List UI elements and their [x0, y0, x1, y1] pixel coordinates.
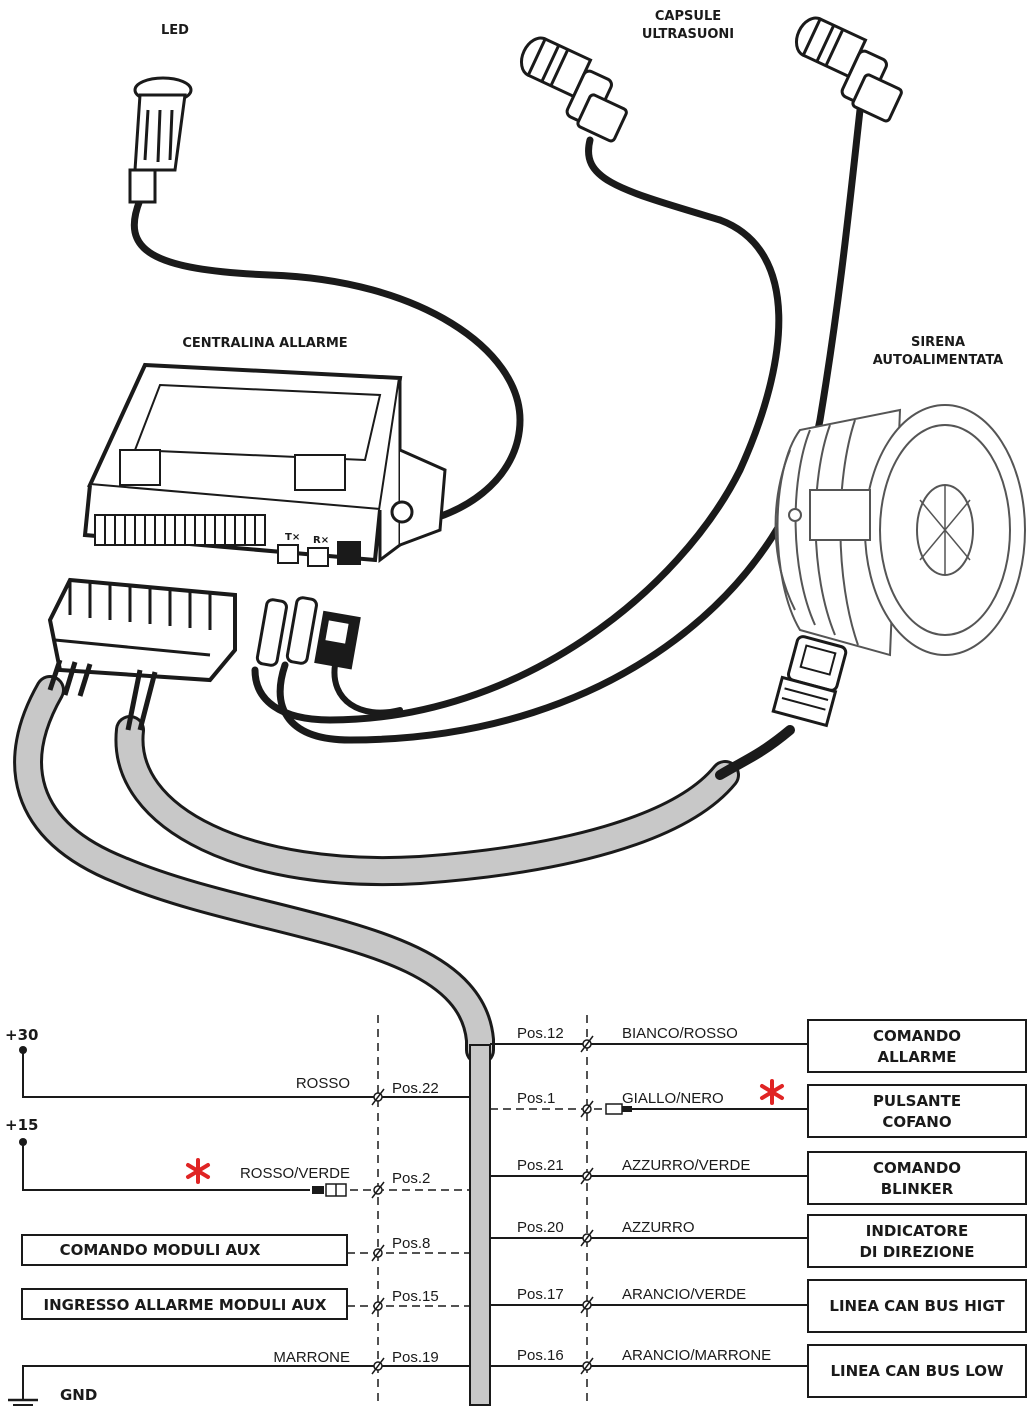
- harness-trunk: [469, 1044, 491, 1406]
- capsule-cable-1: [251, 136, 783, 724]
- plug-icon-1: [255, 598, 288, 667]
- capsule-icon-1: [519, 36, 628, 143]
- led-cable: [130, 196, 524, 529]
- pos12-label: Pos.12: [517, 1025, 564, 1042]
- led-icon: [128, 76, 193, 204]
- pos8-label: Pos.8: [392, 1235, 430, 1252]
- pos21-wire-label: AZZURRO/VERDE: [622, 1157, 750, 1174]
- rosso-verde-wire-label: ROSSO/VERDE: [240, 1165, 350, 1182]
- pos1-wire-label: GIALLO/NERO: [622, 1090, 724, 1107]
- pos1-box: [807, 1084, 1027, 1138]
- pos21-box-label-2: BLINKER: [881, 1180, 954, 1198]
- main-harness: [16, 678, 492, 1062]
- ecu-box-icon: [82, 362, 447, 567]
- siren-label-2: AUTOALIMENTATA: [873, 353, 1004, 368]
- plug-icon-2: [285, 596, 318, 665]
- pos20-box-label-2: DI DIREZIONE: [859, 1243, 974, 1261]
- pos1-box-label-1: PULSANTE: [873, 1092, 961, 1110]
- fuse-connector-icon: [605, 1103, 623, 1115]
- main-connector-icon: [47, 577, 237, 731]
- pos1-label: Pos.1: [517, 1090, 555, 1107]
- pos12-box-label-2: ALLARME: [877, 1048, 956, 1066]
- ecu-rx-label: R×: [313, 535, 329, 546]
- pos21-box: [807, 1151, 1027, 1205]
- pos2-label: Pos.2: [392, 1170, 430, 1187]
- rosso-verde-wire: [22, 1142, 310, 1191]
- right-output-rows: Pos.12 BIANCO/ROSSO COMANDO ALLARME Pos.1 GIA…: [490, 1019, 1027, 1398]
- siren-label-1: SIRENA: [911, 335, 965, 350]
- aux-command-box: [21, 1234, 348, 1266]
- gnd-label: GND: [60, 1386, 97, 1404]
- asterisk-marker-icon: [760, 1079, 784, 1105]
- pos17-box: [807, 1279, 1027, 1333]
- pos16-box: [807, 1344, 1027, 1398]
- capsule-cable-2: [276, 106, 864, 744]
- aux-input-box: [21, 1288, 348, 1320]
- pos22-label: Pos.22: [392, 1080, 439, 1097]
- marrone-wire-label: MARRONE: [273, 1349, 350, 1366]
- plus15-label: +15: [5, 1116, 38, 1134]
- capsule-label-1: CAPSULE: [655, 9, 721, 24]
- pos16-wire-label: ARANCIO/MARRONE: [622, 1347, 771, 1364]
- aux-input-label: INGRESSO ALLARME MODULI AUX: [44, 1296, 327, 1314]
- pos12-wire-label: BIANCO/ROSSO: [622, 1025, 738, 1042]
- pos15-label: Pos.15: [392, 1288, 439, 1305]
- siren-tail-cable: [715, 725, 795, 780]
- pos17-wire-label: ARANCIO/VERDE: [622, 1286, 746, 1303]
- aux-command-label: COMANDO MODULI AUX: [60, 1241, 261, 1259]
- pos16-label: Pos.16: [517, 1347, 564, 1364]
- ecu-tx-label: T×: [285, 532, 300, 543]
- fuse-connector-icon: [312, 1183, 347, 1197]
- capsule-icon-2: [794, 16, 903, 123]
- siren-harness: [117, 718, 737, 883]
- pos20-box: [807, 1214, 1027, 1268]
- pos17-box-label-1: LINEA CAN BUS HIGT: [829, 1297, 1005, 1315]
- pos16-box-label-1: LINEA CAN BUS LOW: [830, 1362, 1004, 1380]
- pos21-label: Pos.21: [517, 1157, 564, 1174]
- pos17-label: Pos.17: [517, 1286, 564, 1303]
- pos12-box-label-1: COMANDO: [873, 1027, 961, 1045]
- ground-icon: [8, 1398, 38, 1406]
- ecu-label: CENTRALINA ALLARME: [182, 336, 347, 351]
- pos19-label: Pos.19: [392, 1349, 439, 1366]
- siren-connector-icon: [771, 635, 848, 728]
- pos20-wire-label: AZZURRO: [622, 1219, 695, 1236]
- marrone-wire: [22, 1365, 470, 1400]
- plug-icon-3: [314, 610, 361, 670]
- plus30-label: +30: [5, 1026, 38, 1044]
- rosso-wire-label: ROSSO: [296, 1075, 350, 1092]
- pos1-box-label-2: COFANO: [882, 1113, 951, 1131]
- pos21-box-label-1: COMANDO: [873, 1159, 961, 1177]
- asterisk-marker-icon: [186, 1158, 210, 1184]
- siren-icon: [774, 404, 1026, 657]
- pos20-box-label-1: INDICATORE: [866, 1222, 968, 1240]
- led-label: LED: [161, 23, 189, 38]
- pos20-label: Pos.20: [517, 1219, 564, 1236]
- small-connector-cable: [331, 662, 403, 716]
- capsule-label-2: ULTRASUONI: [642, 27, 734, 42]
- pos12-box: [807, 1019, 1027, 1073]
- rosso-wire: [22, 1050, 470, 1098]
